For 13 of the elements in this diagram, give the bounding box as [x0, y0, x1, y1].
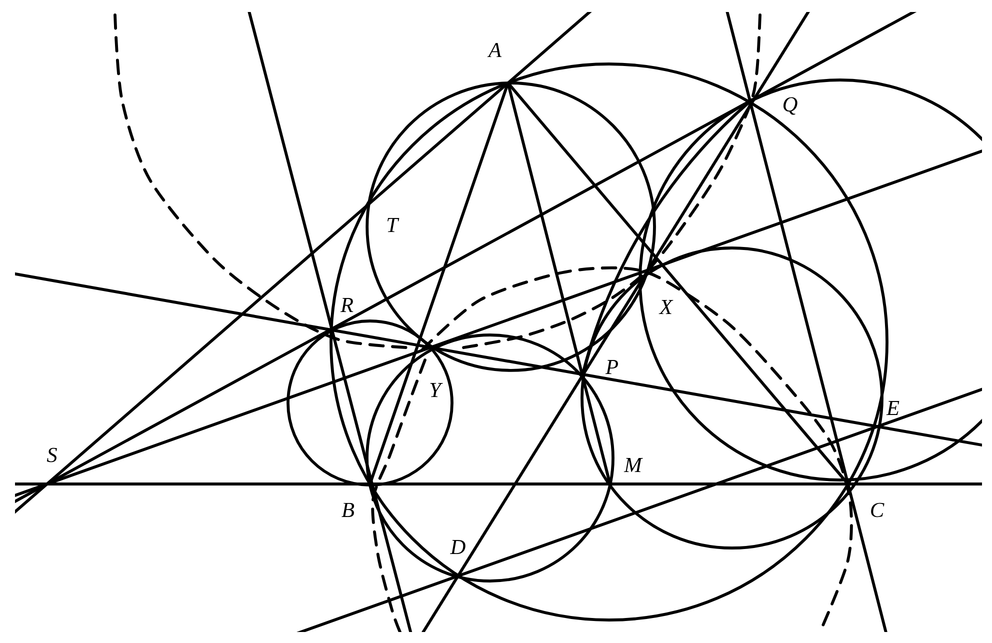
- point-label: P: [605, 360, 618, 374]
- point-label: C: [871, 502, 884, 518]
- point-label: M: [624, 458, 643, 472]
- point-label: D: [450, 540, 466, 554]
- point-label: Q: [783, 97, 798, 115]
- point-label: T: [387, 218, 400, 232]
- point-label: Y: [430, 383, 443, 397]
- point-label: S: [46, 448, 57, 462]
- point-label: B: [342, 503, 354, 518]
- point-label: R: [340, 298, 354, 312]
- point-label: E: [886, 401, 900, 415]
- point-label: X: [658, 300, 674, 314]
- point-label: A: [487, 42, 502, 58]
